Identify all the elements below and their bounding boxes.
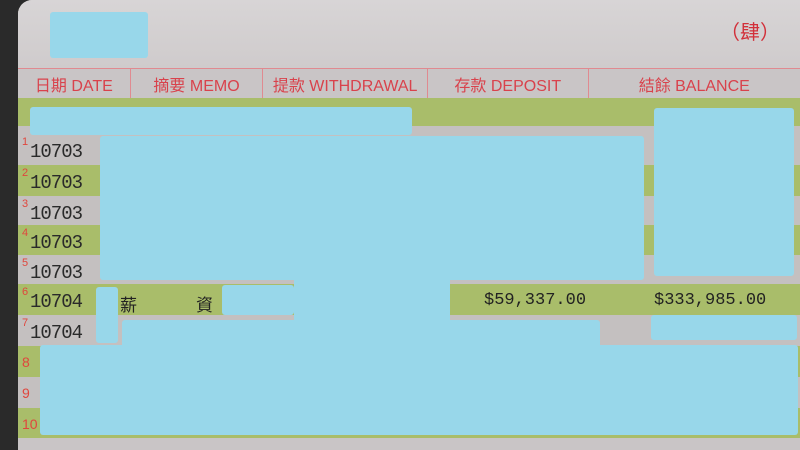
- row-number: 1: [22, 136, 29, 148]
- redaction: [30, 107, 412, 135]
- redaction: [651, 315, 797, 340]
- row-deposit: $59,337.00: [484, 291, 587, 310]
- row-date: 10704: [30, 291, 83, 313]
- redaction: [96, 287, 118, 343]
- row-number: 3: [22, 198, 29, 210]
- redaction: [654, 108, 794, 276]
- page-seal: （肆）: [720, 20, 780, 44]
- row-date: 10703: [30, 172, 83, 194]
- header-withdrawal: 提款 WITHDRAWAL: [263, 69, 428, 98]
- row-number: 9: [22, 385, 30, 401]
- row-date: 10703: [30, 262, 83, 284]
- row-number: 2: [22, 167, 29, 179]
- header-memo: 摘要 MEMO: [131, 69, 264, 98]
- row-date: 10704: [30, 322, 83, 344]
- header-deposit: 存款 DEPOSIT: [428, 69, 589, 98]
- header-date: 日期 DATE: [18, 69, 131, 98]
- column-header: 日期 DATE 摘要 MEMO 提款 WITHDRAWAL 存款 DEPOSIT…: [18, 68, 800, 99]
- row-memo: 資: [196, 296, 213, 316]
- redaction: [40, 345, 798, 435]
- row-memo: 薪: [120, 296, 137, 316]
- row-number: 6: [22, 286, 29, 298]
- redaction: [294, 276, 450, 326]
- row-number: 10: [22, 416, 38, 432]
- redaction: [50, 12, 148, 58]
- redaction: [100, 136, 644, 280]
- header-balance: 結餘 BALANCE: [638, 77, 750, 95]
- row-date: 10703: [30, 141, 83, 163]
- row-date: 10703: [30, 203, 83, 225]
- row-date: 10703: [30, 232, 83, 254]
- row-number: 4: [22, 227, 29, 239]
- row-number: 7: [22, 317, 29, 329]
- redaction: [222, 285, 294, 315]
- row-balance: $333,985.00: [654, 291, 767, 310]
- page-top: [18, 0, 800, 68]
- row-number: 5: [22, 257, 29, 269]
- row-number: 8: [22, 354, 30, 370]
